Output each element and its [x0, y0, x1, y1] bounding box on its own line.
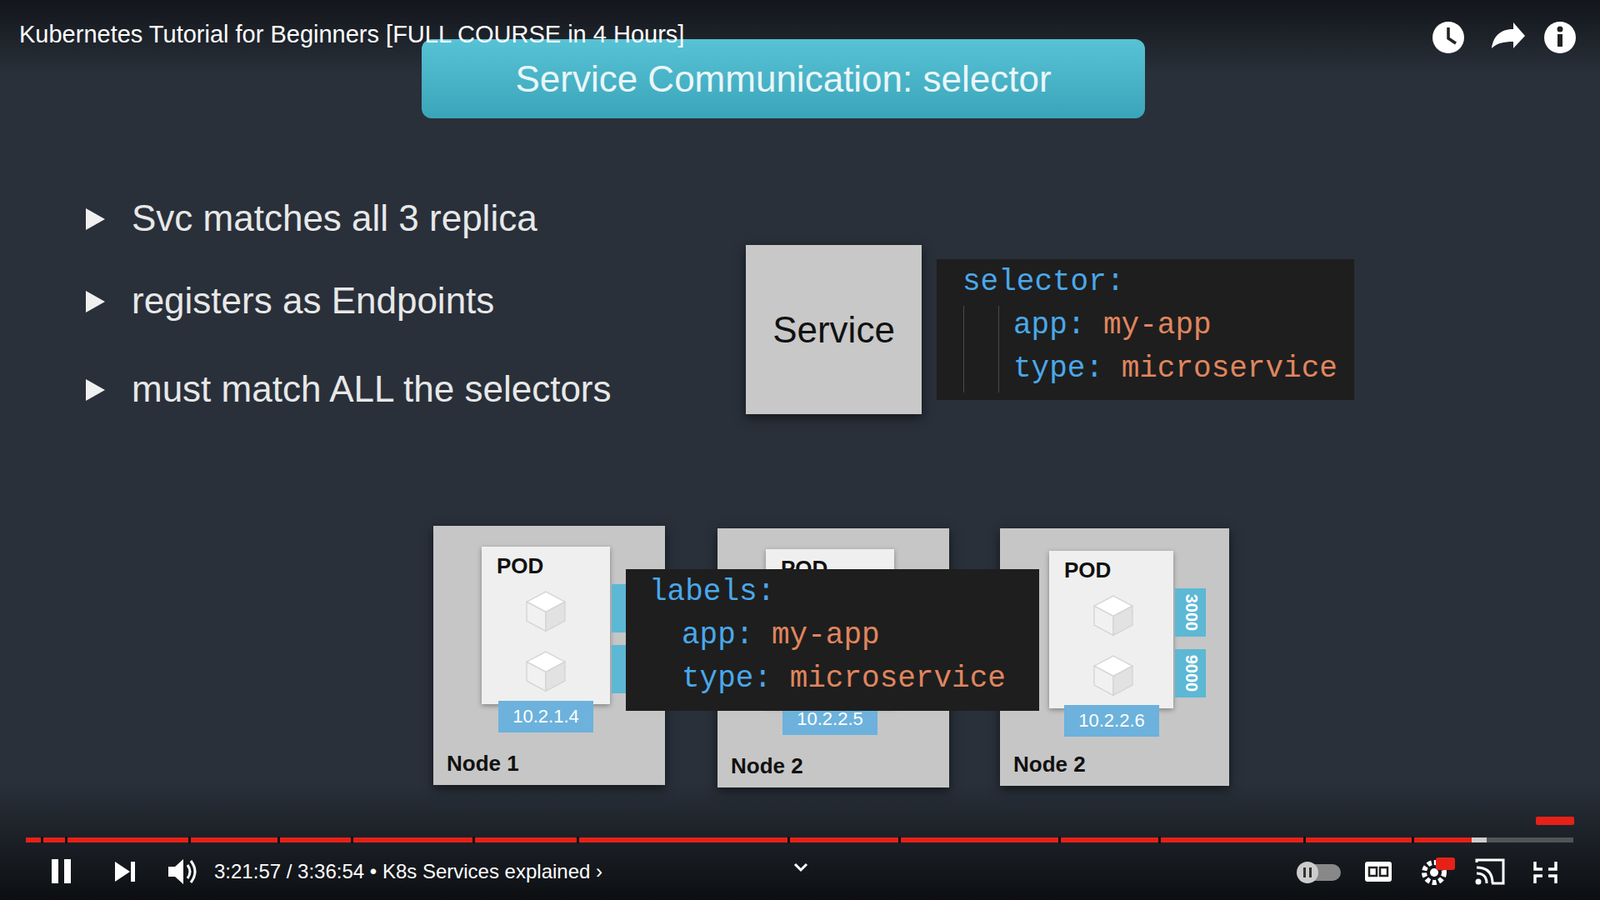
code-key: type:	[1013, 351, 1104, 386]
container-icon	[523, 588, 569, 634]
code-block: labels: app: my-app type: microservice	[625, 569, 1040, 711]
port-chip: 3000	[1175, 588, 1206, 637]
chapter-gaps	[40, 836, 1415, 844]
port-text: 3000	[1180, 594, 1200, 632]
info-icon	[1544, 21, 1576, 54]
share-icon	[1491, 22, 1525, 49]
container-icon	[1090, 652, 1136, 698]
cast-icon	[1476, 860, 1504, 884]
next-icon	[115, 861, 135, 882]
clock-icon	[1432, 21, 1465, 54]
progress-track	[25, 837, 1574, 843]
subscribe-watermark	[1535, 816, 1575, 825]
code-line: type: microservice	[681, 657, 1006, 701]
volume-icon	[168, 859, 195, 885]
pod-label: POD	[1064, 557, 1111, 584]
video-title: Kubernetes Tutorial for Beginners [FULL …	[19, 20, 685, 49]
cc-icon	[1365, 861, 1392, 882]
node-label: Node 2	[1013, 751, 1086, 778]
code-key: labels:	[649, 575, 775, 610]
node-label: Node 1	[446, 750, 520, 777]
container-icon	[1090, 592, 1136, 638]
code-block: selector: app: my-app type: microservice	[936, 259, 1355, 400]
code-key: app:	[681, 618, 754, 653]
code-line: selector:	[962, 260, 1125, 305]
indent-guide	[963, 305, 965, 393]
autoplay-toggle	[1296, 861, 1341, 884]
node-label: Node 2	[730, 753, 804, 780]
bullet-text: registers as Endpoints	[131, 280, 495, 322]
svc-text: Service	[772, 309, 895, 351]
pod-box: POD10.2.1.4	[481, 546, 610, 705]
ip-address-chip: 10.2.2.6	[1064, 705, 1160, 737]
code-line: type: microservice	[1013, 347, 1338, 391]
code-value: microservice	[790, 661, 1006, 696]
progress-played	[25, 837, 1472, 843]
exit-fullscreen-icon	[1535, 861, 1556, 884]
bullet-text: must match ALL the selectors	[131, 368, 612, 410]
port-text: 9000	[1180, 655, 1200, 693]
port-chip: 9000	[1175, 649, 1206, 698]
bullet	[85, 290, 105, 313]
bottom-shade	[0, 783, 1600, 900]
ip-address-chip: 10.2.1.4	[498, 700, 594, 733]
bullet	[85, 379, 105, 401]
code-line: app: my-app	[681, 614, 880, 658]
code-value: my-app	[1103, 308, 1212, 343]
code-value: my-app	[771, 618, 880, 653]
code-key: app:	[1013, 308, 1085, 343]
container-icon	[523, 648, 569, 694]
code-line: app: my-app	[1013, 304, 1212, 348]
pause-icon	[51, 859, 71, 884]
slide-title: Service Communication: selector	[515, 58, 1051, 100]
pod-box: POD10.2.2.630009000	[1049, 550, 1174, 709]
settings-icon	[1424, 857, 1455, 883]
code-line: labels:	[649, 570, 775, 615]
service-box: Service	[745, 245, 922, 415]
bullet-text: Svc matches all 3 replica	[131, 197, 538, 240]
player-time: 3:21:57 / 3:36:54 • K8s Services explain…	[214, 860, 603, 884]
chevron-icon	[795, 864, 807, 870]
bullet	[85, 208, 105, 230]
code-key: type:	[681, 661, 772, 696]
progress-buffer	[1471, 837, 1487, 843]
code-key: selector:	[962, 265, 1125, 300]
code-value: microservice	[1121, 351, 1338, 386]
title-banner: Service Communication: selector	[421, 39, 1145, 119]
ip-text: 10.2.2.5	[796, 708, 864, 730]
pod-label: POD	[496, 553, 544, 580]
ip-text: 10.2.2.6	[1078, 710, 1145, 732]
ip-text: 10.2.1.4	[512, 705, 580, 728]
indent-guide	[998, 305, 1000, 393]
